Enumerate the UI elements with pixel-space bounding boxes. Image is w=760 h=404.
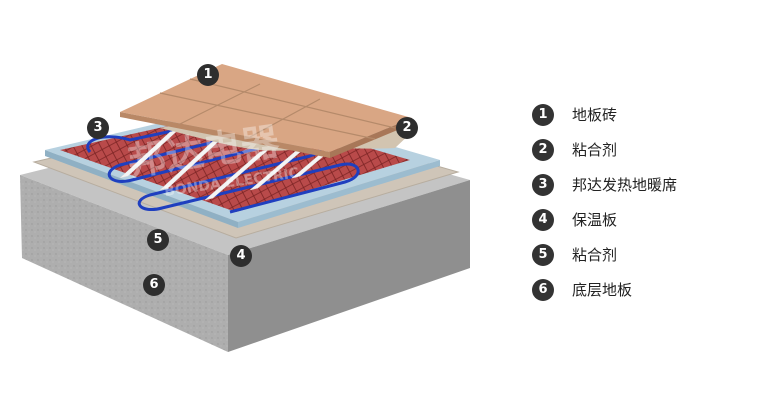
legend-number: 4 [532, 209, 554, 231]
legend-number: 6 [532, 279, 554, 301]
legend-label: 底层地板 [572, 281, 633, 299]
concrete-base-left [20, 175, 228, 352]
legend-item-5: 5 粘合剂 [532, 244, 732, 279]
legend-label: 粘合剂 [572, 141, 618, 159]
legend-label: 邦达发热地暖席 [572, 176, 678, 194]
floor-tiles-top [120, 64, 412, 152]
marker-4: 4 [230, 245, 252, 267]
marker-1: 1 [197, 64, 219, 86]
insulation-board-edge [45, 150, 238, 228]
legend-number: 5 [532, 244, 554, 266]
marker-6: 6 [143, 274, 165, 296]
legend-item-4: 4 保温板 [532, 209, 732, 244]
legend-label: 地板砖 [572, 106, 618, 124]
legend-item-3: 3 邦达发热地暖席 [532, 174, 732, 209]
legend-number: 1 [532, 104, 554, 126]
legend-label: 保温板 [572, 211, 618, 229]
legend: 1 地板砖 2 粘合剂 3 邦达发热地暖席 4 保温板 5 粘合剂 6 底层地板 [532, 104, 732, 314]
legend-number: 2 [532, 139, 554, 161]
heating-cable [86, 107, 360, 214]
legend-item-2: 2 粘合剂 [532, 139, 732, 174]
legend-label: 粘合剂 [572, 246, 618, 264]
legend-number: 3 [532, 174, 554, 196]
marker-2: 2 [396, 117, 418, 139]
marker-3: 3 [87, 117, 109, 139]
legend-item-6: 6 底层地板 [532, 279, 732, 314]
marker-5: 5 [147, 229, 169, 251]
floor-tiles-edge [120, 112, 330, 158]
insulation-board-edge-right [238, 160, 440, 228]
legend-item-1: 1 地板砖 [532, 104, 732, 139]
concrete-base-right [228, 180, 470, 352]
tile-grout-lines [159, 78, 396, 140]
